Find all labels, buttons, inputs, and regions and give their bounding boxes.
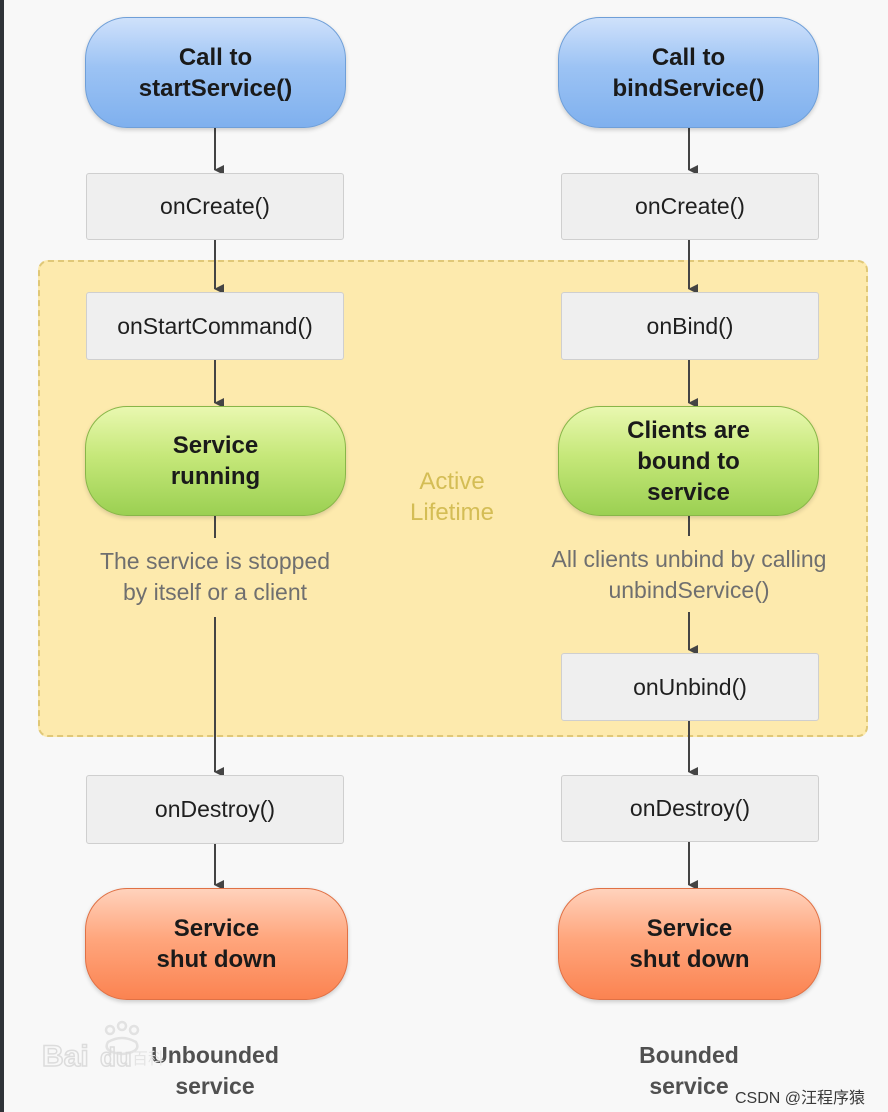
svg-text:百科: 百科 bbox=[132, 1049, 164, 1068]
csdn-watermark: CSDN @汪程序猿 bbox=[735, 1090, 866, 1107]
onbind-box: onBind() bbox=[561, 292, 819, 360]
bounded-service-caption: Bounded service bbox=[639, 1042, 739, 1099]
baidu-watermark-logo: Bai du 百科 bbox=[41, 1020, 164, 1074]
left-ondestroy-box: onDestroy() bbox=[86, 775, 344, 844]
left-edge-strip bbox=[0, 0, 4, 1112]
service-running-node: Service running bbox=[85, 406, 346, 516]
onstartcommand-box: onStartCommand() bbox=[86, 292, 344, 360]
left-oncreate-box: onCreate() bbox=[86, 173, 344, 240]
unbounded-service-caption: Unbounded service bbox=[151, 1042, 279, 1099]
clients-bound-node: Clients are bound to service bbox=[558, 406, 819, 516]
svg-text:du: du bbox=[100, 1042, 132, 1072]
onunbind-box: onUnbind() bbox=[561, 653, 819, 721]
call-bindservice-node: Call to bindService() bbox=[558, 17, 819, 128]
left-shutdown-node: Service shut down bbox=[85, 888, 348, 1000]
right-shutdown-node: Service shut down bbox=[558, 888, 821, 1000]
right-oncreate-box: onCreate() bbox=[561, 173, 819, 240]
active-lifetime-label: Active Lifetime bbox=[409, 468, 495, 526]
unbind-note: All clients unbind by calling unbindServ… bbox=[551, 546, 827, 603]
svg-text:Bai: Bai bbox=[42, 1040, 89, 1073]
right-ondestroy-box: onDestroy() bbox=[561, 775, 819, 842]
call-startservice-node: Call to startService() bbox=[85, 17, 346, 128]
stopped-note: The service is stopped by itself or a cl… bbox=[99, 548, 331, 605]
